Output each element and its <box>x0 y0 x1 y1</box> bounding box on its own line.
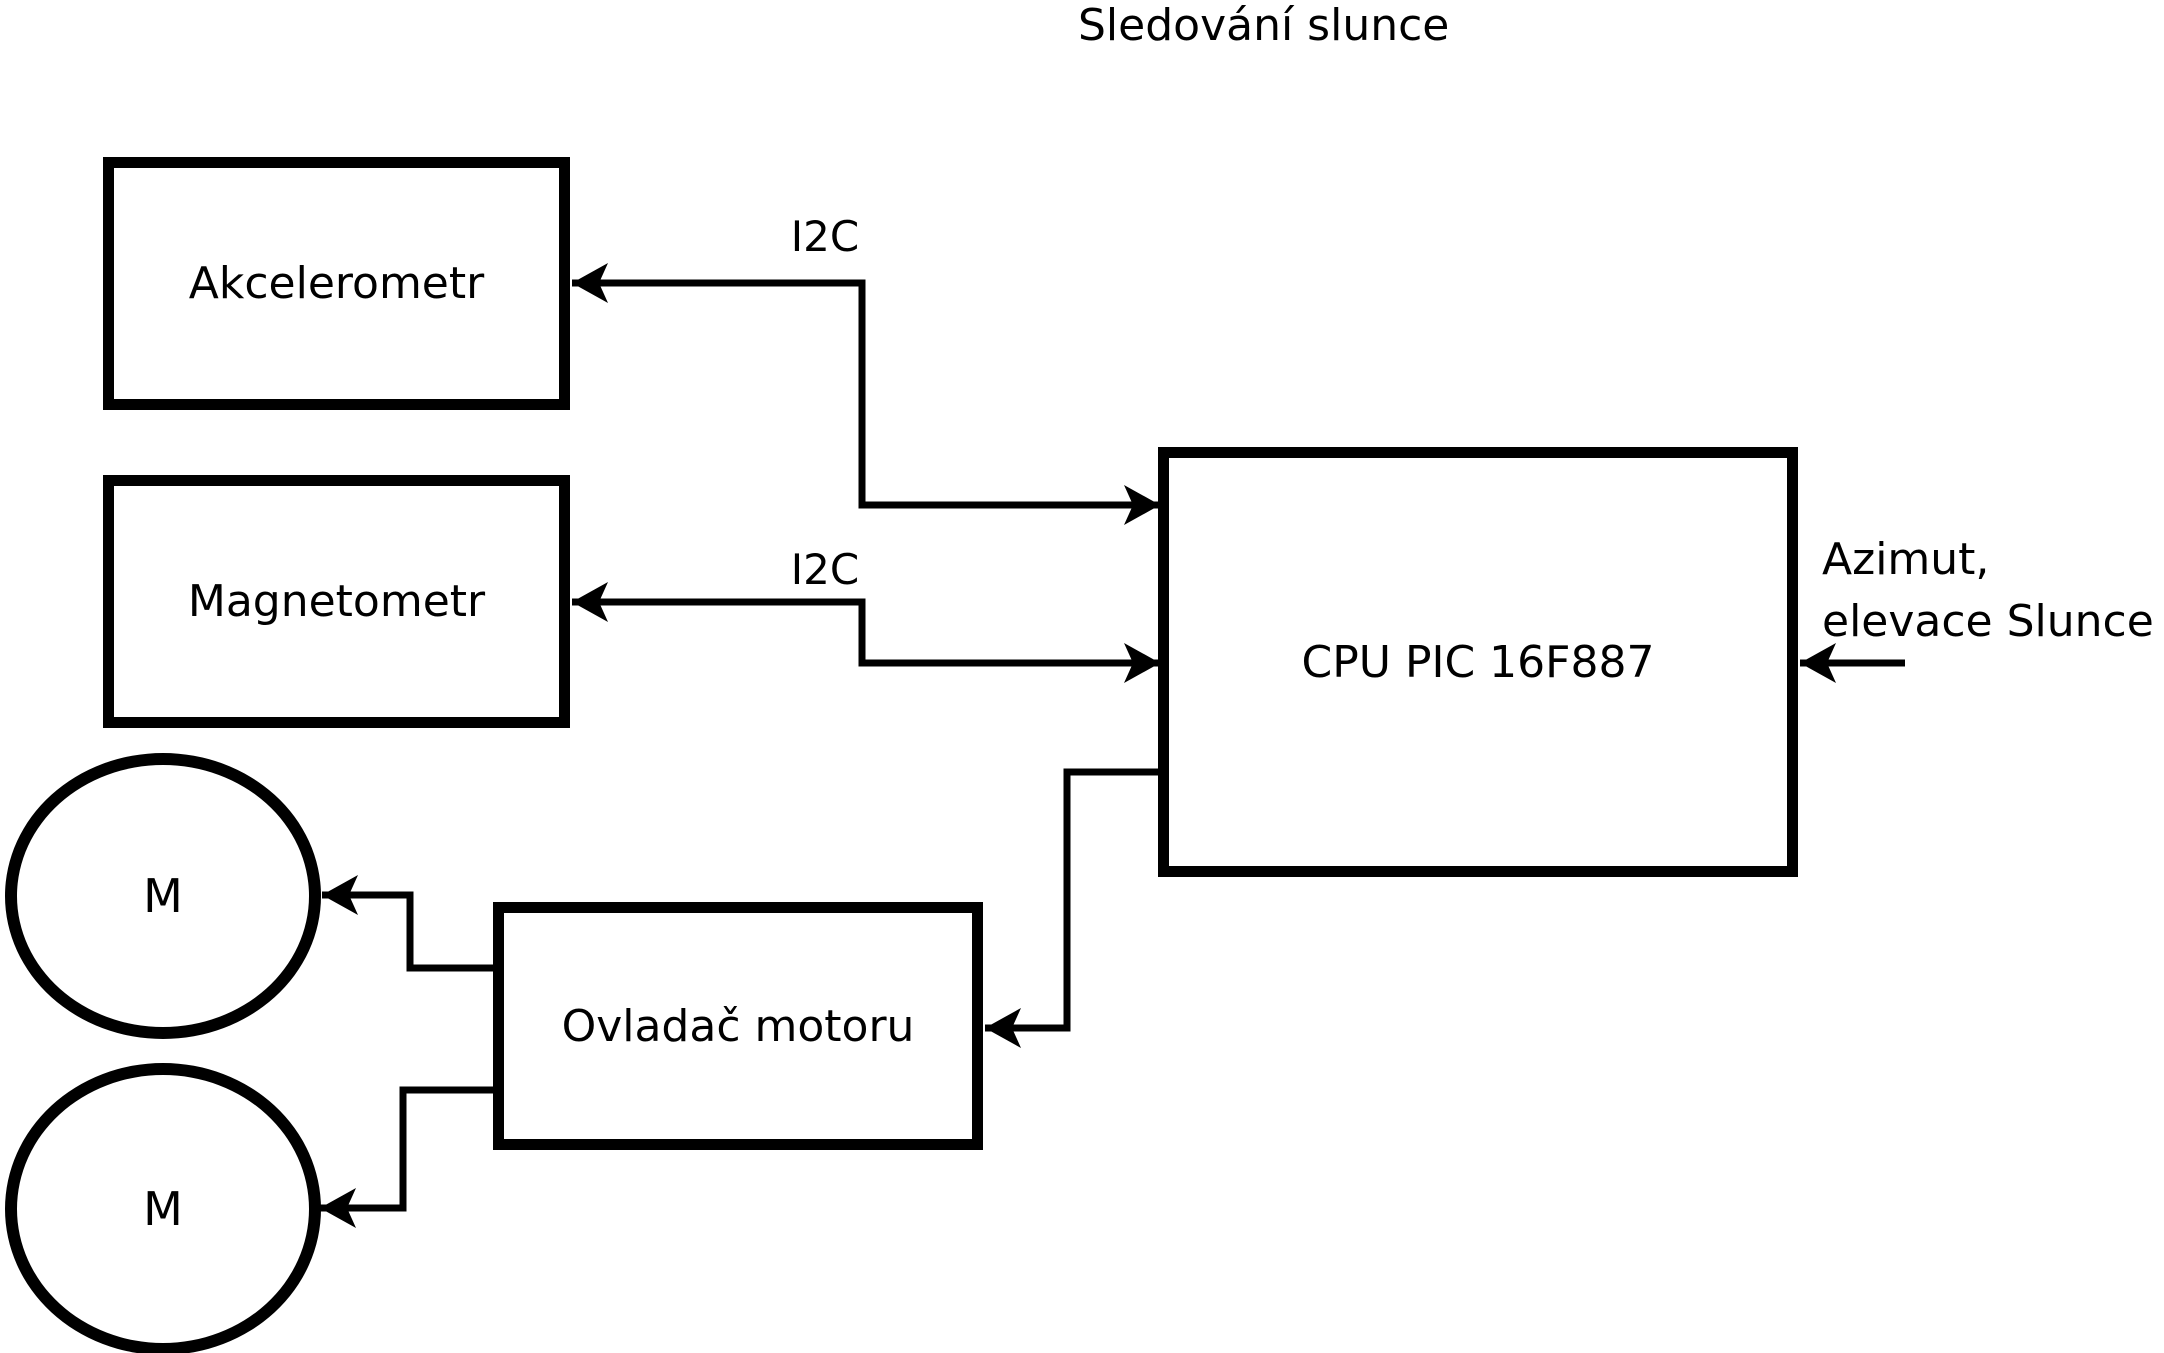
connector-i2c-magnetometr-cpu <box>572 598 1160 667</box>
connector-cpu-motor-driver <box>985 768 1160 1032</box>
arrowhead-into-magnetometr <box>572 582 608 622</box>
arrowhead-into-motor-driver <box>985 1008 1021 1048</box>
label-azimut-line1: Azimut, <box>1822 534 1990 585</box>
block-akcelerometr: Akcelerometr <box>103 157 570 410</box>
block-motor-driver-label: Ovladač motoru <box>561 1000 915 1052</box>
diagram-title: Sledování slunce <box>1078 0 1450 51</box>
arrowhead-into-cpu-top <box>1124 485 1160 525</box>
connector-driver-motor2 <box>320 1086 493 1212</box>
label-azimut-line2: elevace Slunce <box>1822 596 2154 647</box>
connector-driver-motor1 <box>322 891 493 972</box>
block-magnetometr-label: Magnetometr <box>187 576 486 627</box>
arrowhead-into-cpu-right <box>1800 643 1836 683</box>
motor1-circle: M <box>5 753 321 1039</box>
label-azimut-input: Azimut, elevace Slunce <box>1822 529 2154 653</box>
motor1-label: M <box>143 869 183 923</box>
block-motor-driver: Ovladač motoru <box>493 902 983 1150</box>
arrowhead-into-motor1 <box>322 875 358 915</box>
arrowhead-into-cpu-middle <box>1124 643 1160 683</box>
label-i2c-magnetometr: I2C <box>790 545 860 594</box>
block-cpu: CPU PIC 16F887 <box>1158 447 1798 877</box>
label-i2c-akcelerometr: I2C <box>790 212 860 261</box>
block-cpu-label: CPU PIC 16F887 <box>1301 636 1655 688</box>
block-magnetometr: Magnetometr <box>103 475 570 728</box>
connector-i2c-akcelerometr-cpu <box>572 279 1160 509</box>
motor2-circle: M <box>5 1063 321 1353</box>
block-akcelerometr-label: Akcelerometr <box>188 258 485 309</box>
arrowhead-into-akcelerometr <box>572 263 608 303</box>
arrowhead-into-motor2 <box>320 1188 356 1228</box>
motor2-label: M <box>143 1182 183 1236</box>
